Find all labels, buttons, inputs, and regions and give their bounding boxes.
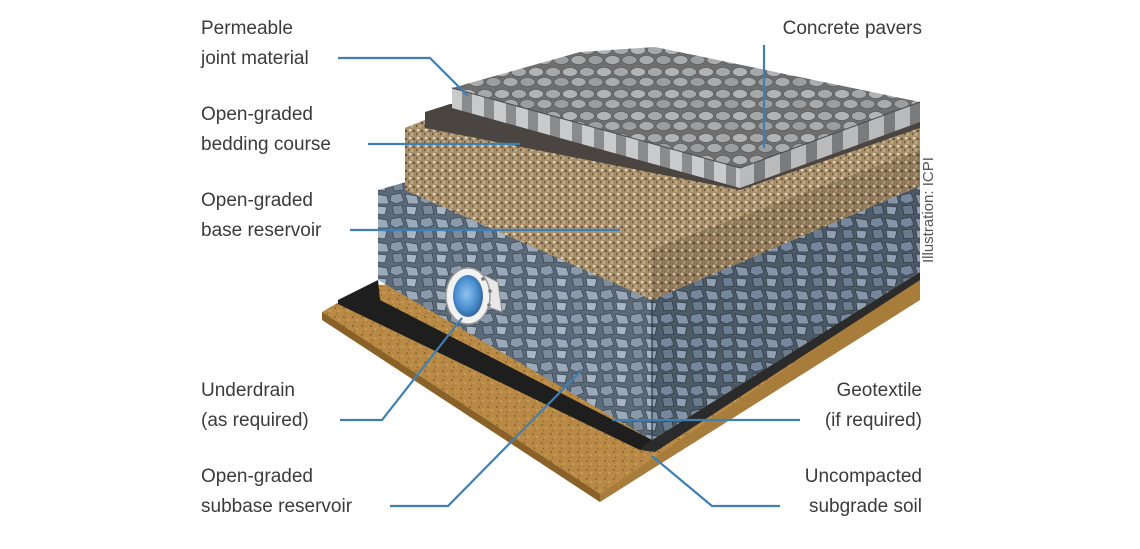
leader-joint-material [338, 56, 469, 97]
label-geotextile: Geotextile (if required) [824, 380, 922, 431]
label-underdrain: Underdrain (as required) [201, 380, 309, 431]
concrete-paver-layer [451, 47, 921, 188]
leader-subgrade-soil [651, 455, 780, 508]
underdrain-pipe [445, 267, 503, 325]
leader-underdrain [340, 317, 463, 422]
label-concrete-pavers: Concrete pavers [782, 18, 922, 39]
label-base-reservoir: Open-graded base reservoir [201, 190, 322, 241]
leader-subbase-reservoir [390, 369, 583, 508]
label-bedding-course: Open-graded bedding course [201, 104, 331, 155]
label-subgrade-soil: Uncompacted subgrade soil [804, 466, 922, 517]
leader-lines [338, 45, 800, 508]
geotextile-layer [338, 272, 920, 452]
illustration-credit: Illustration: ICPI [920, 157, 937, 263]
label-subbase-reservoir: Open-graded subbase reservoir [201, 466, 353, 517]
label-joint-material: Permeable joint material [201, 18, 309, 69]
